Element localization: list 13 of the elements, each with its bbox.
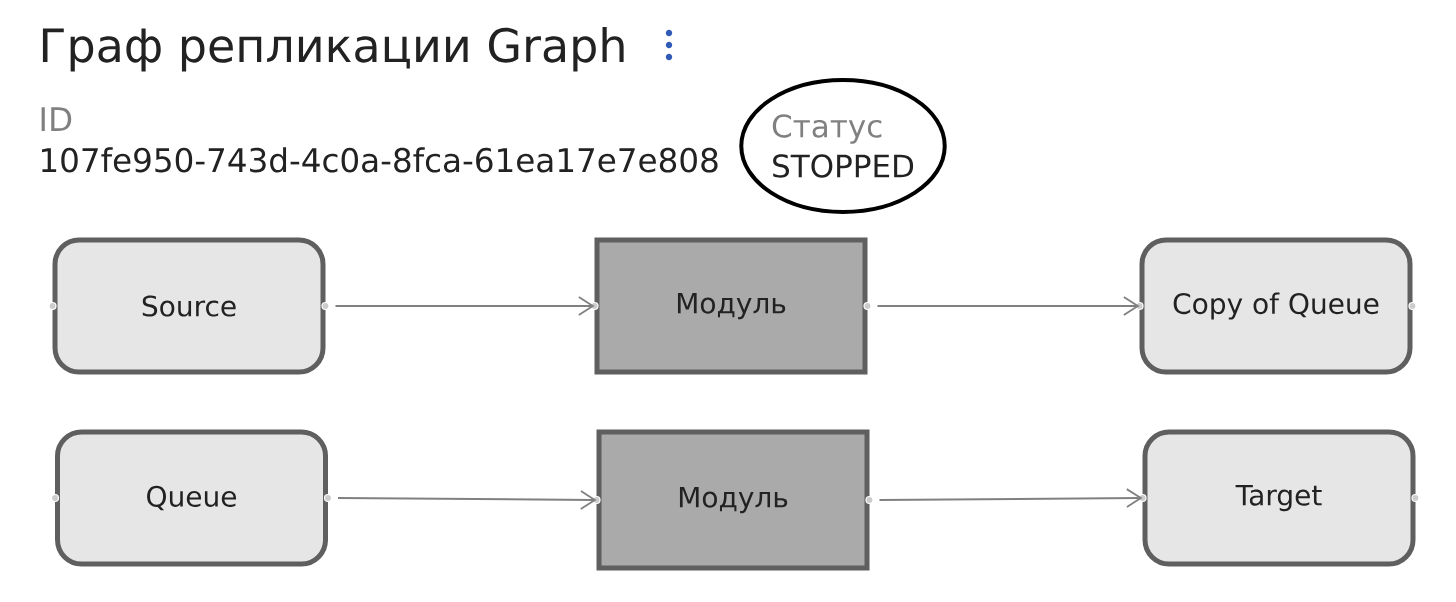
arrow [334, 296, 595, 316]
process-box: Copy of Queue [1135, 237, 1417, 375]
arrow [878, 488, 1143, 508]
module-box: Модуль [592, 429, 874, 571]
arrow [337, 490, 597, 510]
process-box: Queue [50, 429, 333, 567]
process-box: Target [1138, 429, 1420, 567]
title: Граф репликации Graph [42, 27, 624, 72]
arrow [876, 296, 1140, 316]
field-label: ID [41, 107, 72, 131]
module-box: Модуль [590, 237, 872, 375]
field-value: 107fe950-743d-4c0a-8fca-61ea17e7e808 [42, 147, 718, 173]
process-box: Source [48, 237, 330, 375]
